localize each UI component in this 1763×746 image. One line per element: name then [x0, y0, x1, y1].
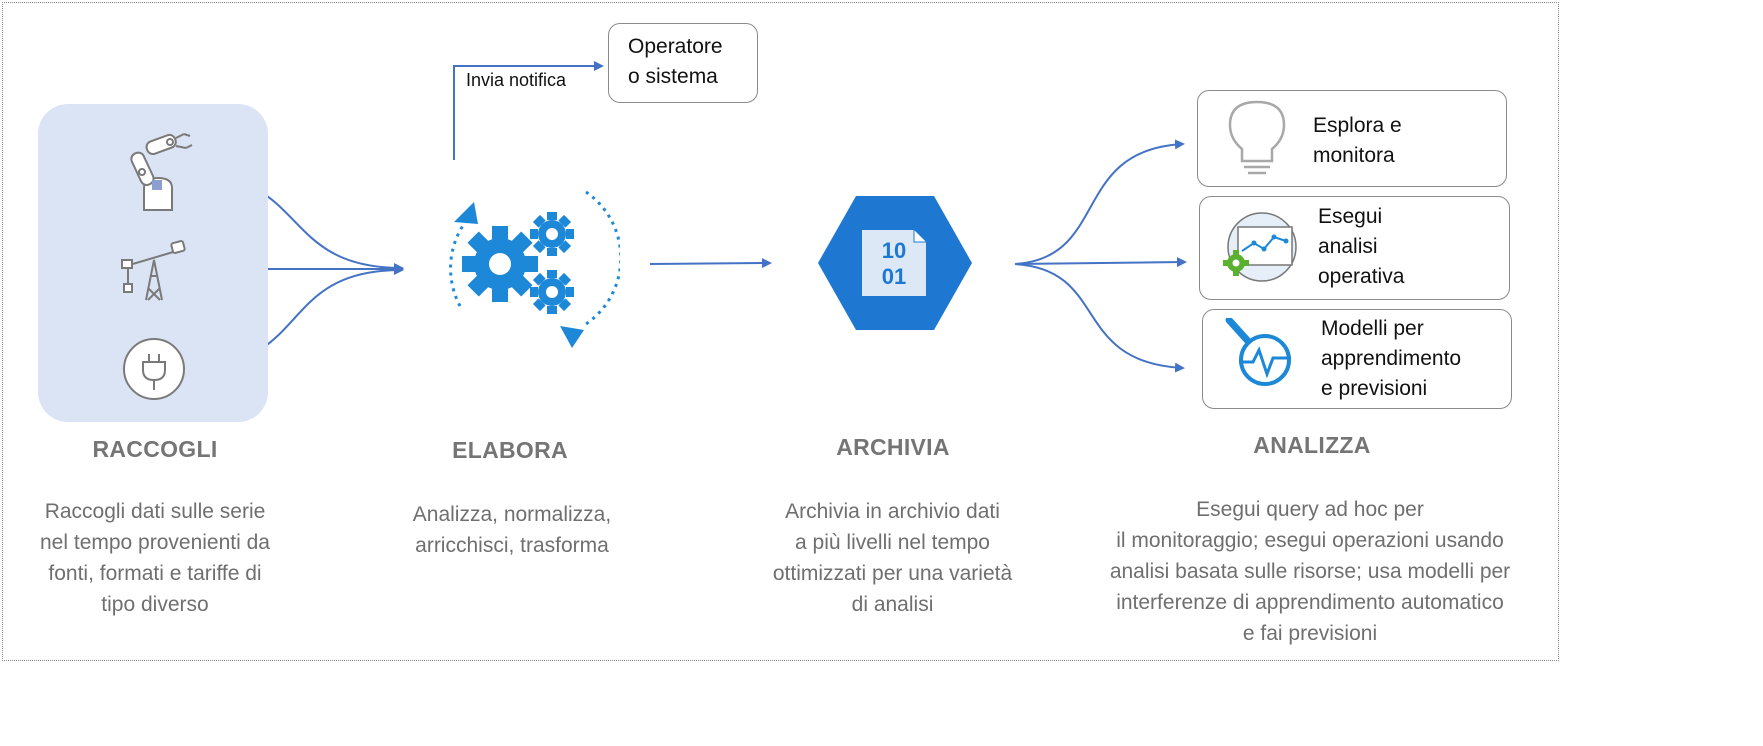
output-line: operativa [1318, 265, 1405, 288]
robot-arm-icon [130, 133, 193, 211]
dashboard-chart-icon [1223, 212, 1297, 282]
collect-desc-line: Raccogli dati sulle serie [44, 500, 266, 523]
arrow-notification [453, 61, 604, 160]
operator-system-label: Operatore o sistema [628, 32, 723, 92]
process-heading: ELABORA [452, 437, 568, 463]
power-plug-icon [123, 338, 185, 400]
arrow-store-to-output3 [1014, 263, 1185, 373]
analyze-heading: ANALIZZA [1253, 432, 1371, 458]
output-line: Modelli per [1321, 317, 1424, 340]
send-notification-label: Invia notifica [466, 70, 567, 90]
output-explore-label: Esplora e monitora [1313, 111, 1402, 171]
collect-heading: RACCOGLI [92, 436, 218, 462]
process-description: Analizza, normalizza, arricchisci, trasf… [372, 499, 652, 561]
store-desc-line: ottimizzati per una varietà [772, 562, 1013, 585]
output-ml-box: Modelli per apprendimento e previsioni [1202, 309, 1512, 409]
analyze-desc-line: interferenze di apprendimento automatico [1116, 591, 1504, 614]
output-line: analisi [1318, 235, 1378, 258]
storage-icon-line-2: 01 [882, 264, 906, 289]
analyze-desc-line: Esegui query ad hoc per [1196, 498, 1424, 521]
magnifier-pulse-icon [1225, 318, 1291, 386]
collect-desc-line: tipo diverso [101, 593, 209, 616]
analyze-desc-line: e fai previsioni [1242, 622, 1378, 645]
lightbulb-icon [1228, 100, 1286, 175]
output-explore-box: Esplora e monitora [1197, 90, 1507, 187]
arrow-process-to-store [649, 258, 772, 269]
arrow-store-to-output2 [1014, 257, 1187, 268]
arrow-store-to-output1 [1014, 139, 1185, 265]
output-operational-box: Esegui analisi operativa [1199, 196, 1510, 300]
process-desc-line: Analizza, normalizza, [412, 503, 612, 526]
oil-pump-icon [121, 240, 186, 301]
output-operational-label: Esegui analisi operativa [1318, 202, 1404, 292]
store-desc-line: di analisi [851, 593, 934, 616]
output-line: Esplora e [1313, 114, 1402, 137]
data-storage-icon: 10 01 [818, 196, 972, 330]
output-line: monitora [1313, 144, 1395, 167]
store-desc-line: Archivia in archivio dati [785, 500, 1000, 523]
gears-icon [449, 190, 620, 348]
operator-system-box: Operatore o sistema [608, 23, 758, 103]
collect-desc-line: nel tempo provenienti da [40, 531, 270, 554]
store-description: Archivia in archivio dati a più livelli … [740, 496, 1045, 620]
process-desc-line: arricchisci, trasforma [415, 534, 609, 557]
store-heading: ARCHIVIA [836, 434, 950, 460]
operator-system-line: o sistema [628, 65, 718, 88]
collect-description: Raccogli dati sulle serie nel tempo prov… [10, 496, 300, 620]
output-ml-label: Modelli per apprendimento e previsioni [1321, 314, 1461, 404]
storage-icon-line-1: 10 [882, 238, 906, 263]
collect-desc-line: fonti, formati e tariffe di [48, 562, 262, 585]
analyze-desc-line: il monitoraggio; esegui operazioni usand… [1116, 529, 1504, 552]
output-line: apprendimento [1321, 347, 1462, 370]
output-line: Esegui [1318, 205, 1383, 228]
output-line: e previsioni [1321, 377, 1428, 400]
analyze-description: Esegui query ad hoc per il monitoraggio;… [1060, 494, 1560, 649]
diagram-frame [2, 2, 1559, 661]
analyze-desc-line: analisi basata sulle risorse; usa modell… [1109, 560, 1511, 583]
operator-system-line: Operatore [628, 35, 723, 58]
store-desc-line: a più livelli nel tempo [795, 531, 990, 554]
